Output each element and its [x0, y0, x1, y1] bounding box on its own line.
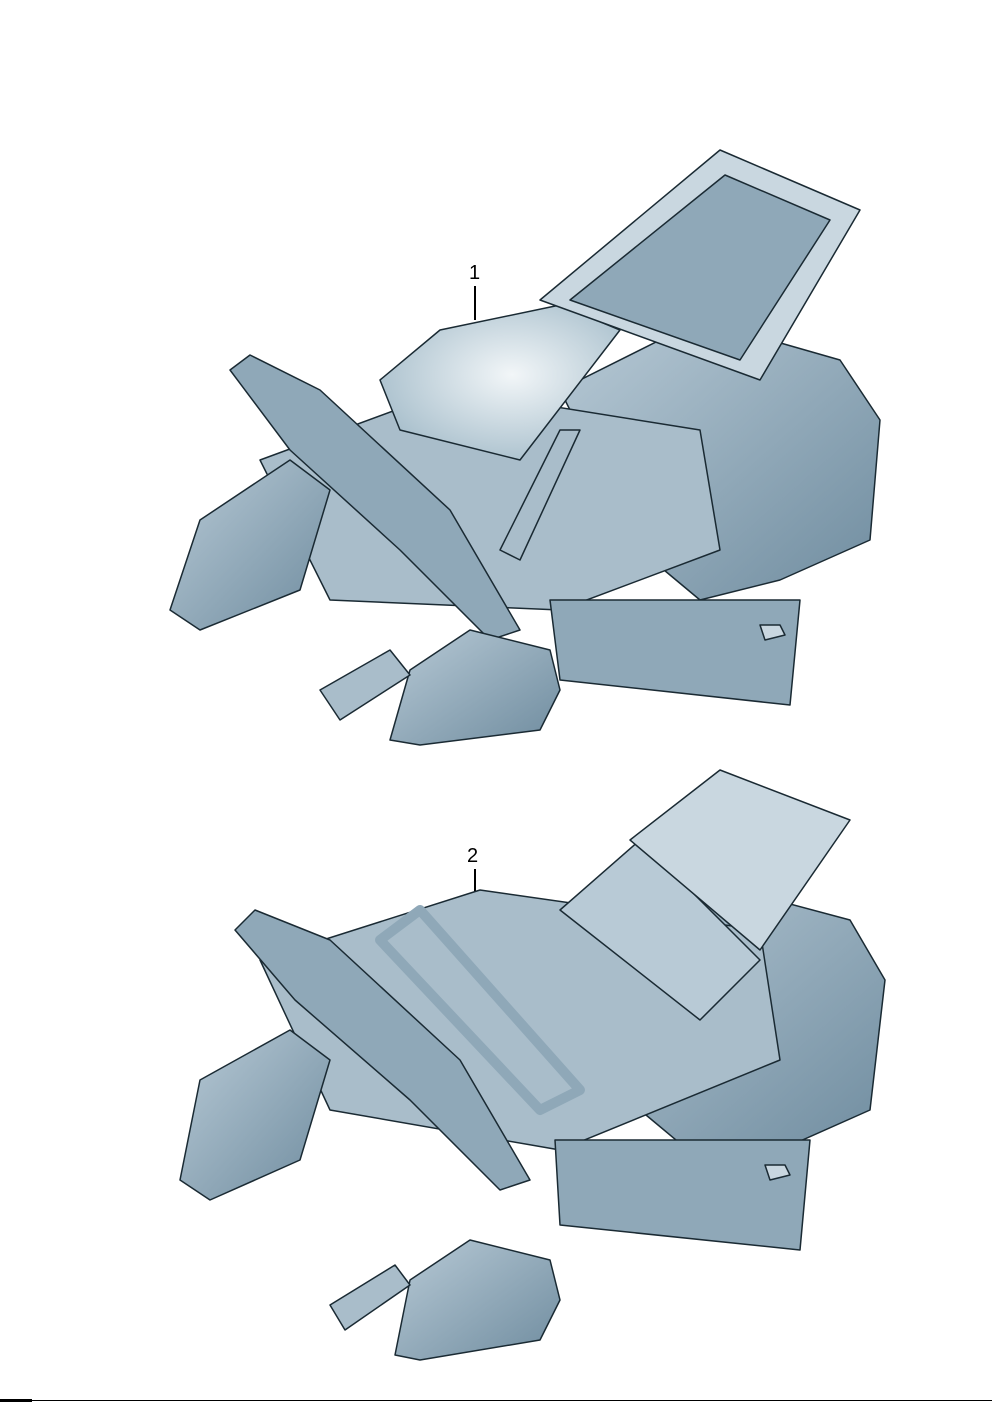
windshield-frame	[375, 905, 585, 1115]
door-handle	[764, 1164, 791, 1181]
front-fender-right	[389, 629, 561, 746]
hood	[229, 354, 521, 641]
front-fender-left	[169, 459, 331, 631]
door	[549, 599, 801, 706]
front-rail	[319, 649, 411, 721]
car-body-coupe	[169, 149, 881, 746]
a-pillar	[499, 429, 581, 561]
roof-panel	[379, 304, 621, 461]
leader-line-2	[474, 869, 476, 903]
page-footer-rule	[0, 1400, 992, 1401]
hood	[234, 909, 531, 1191]
trunk-lid	[629, 769, 851, 951]
front-fender-right	[394, 1239, 561, 1361]
door-handle	[759, 624, 786, 641]
front-fender-left	[179, 1029, 331, 1201]
tailgate-opening	[569, 174, 831, 361]
front-rail	[329, 1264, 411, 1331]
door	[554, 1139, 811, 1251]
car-body-roadster	[179, 769, 886, 1361]
callout-1: 1	[469, 262, 481, 284]
rear-deck	[559, 839, 761, 1021]
leader-line-1	[474, 286, 476, 320]
callout-2: 2	[467, 845, 479, 867]
